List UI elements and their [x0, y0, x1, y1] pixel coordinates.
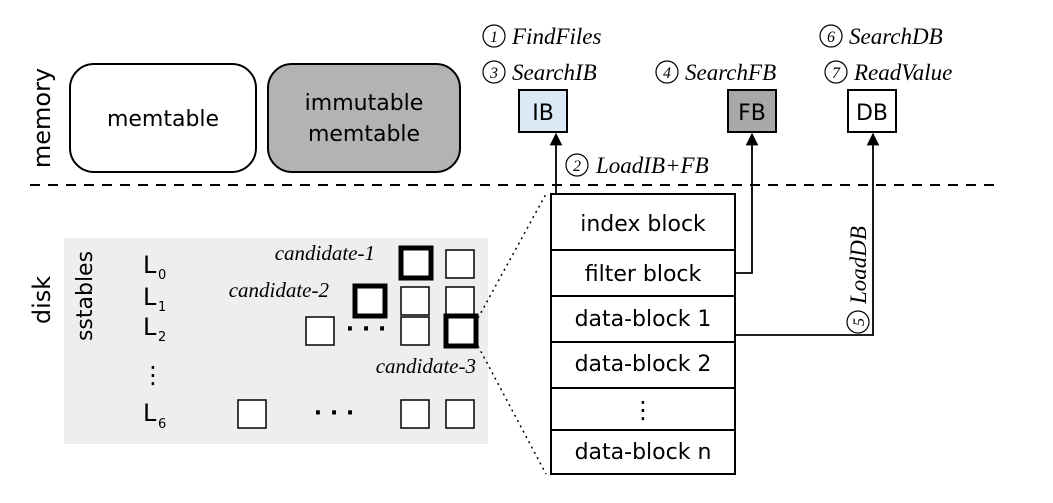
- sstable-row-index-block: index block: [580, 212, 706, 237]
- sstable-l6-b: [400, 399, 430, 429]
- svg-text:ReadValue: ReadValue: [853, 60, 952, 85]
- svg-text:6: 6: [827, 29, 835, 46]
- disk-region-label: disk: [28, 276, 56, 324]
- sstable-l2-b: [400, 316, 430, 346]
- step-1-label: 1 FindFiles: [482, 24, 601, 49]
- sstable-row-data-block-n: data-block n: [575, 440, 712, 465]
- svg-text:LoadIB+FB: LoadIB+FB: [595, 153, 709, 178]
- filter-block-cache-label: FB: [738, 101, 766, 126]
- memtable-label: memtable: [107, 107, 219, 132]
- level-label-l1: L 1: [143, 283, 166, 315]
- memtable-box: [69, 63, 257, 173]
- svg-text:L: L: [143, 399, 157, 427]
- step-6-label: 6 SearchDB: [819, 24, 943, 49]
- step-2-label: 2 LoadIB+FB: [565, 153, 709, 178]
- step-5-label: 5 LoadDB: [846, 226, 871, 334]
- zoom-line-bottom: [477, 345, 547, 475]
- sstable-row-data-block-2: data-block 2: [575, 352, 712, 377]
- sstable-l1-candidate: [352, 283, 388, 319]
- sstable-l6-a: [237, 399, 267, 429]
- svg-text:LoadDB: LoadDB: [846, 226, 871, 305]
- l6-horizontal-ellipsis: · · ·: [314, 401, 354, 426]
- index-block-cache-label: IB: [532, 101, 554, 126]
- sstable-detail: [550, 193, 736, 475]
- sstable-row-filter-block: filter block: [585, 262, 702, 287]
- data-block-cache-label: DB: [856, 101, 888, 126]
- svg-text:2: 2: [158, 330, 166, 345]
- step-4-label: 4 SearchFB: [655, 60, 776, 85]
- step-7-label: 7 ReadValue: [824, 60, 952, 85]
- index-block-cache: [518, 89, 568, 133]
- candidate-1-label: candidate-1: [275, 241, 375, 265]
- sstable-l2-candidate: [443, 313, 479, 349]
- sstable-l0: [445, 249, 475, 279]
- immutable-memtable-label-line2: memtable: [308, 122, 420, 147]
- svg-text:0: 0: [158, 268, 166, 283]
- sstable-row-data-block-1: data-block 1: [575, 307, 712, 332]
- svg-text:SearchIB: SearchIB: [512, 60, 597, 85]
- level-label-l2: L 2: [143, 313, 166, 345]
- svg-text:L: L: [143, 283, 157, 311]
- immutable-memtable-label-line1: immutable: [305, 91, 424, 116]
- sstable-l6-c: [445, 399, 475, 429]
- sstable-l2-a: [305, 316, 335, 346]
- svg-text:SearchDB: SearchDB: [849, 24, 943, 49]
- candidate-2-label: candidate-2: [229, 278, 330, 302]
- immutable-memtable-box: [267, 63, 461, 173]
- svg-text:1: 1: [490, 29, 498, 46]
- level-label-l6: L 6: [143, 399, 166, 432]
- sstable-files: [237, 245, 479, 429]
- svg-text:3: 3: [489, 65, 498, 82]
- sstable-row-ellipsis: ⋮: [631, 396, 655, 424]
- zoom-line-top: [477, 193, 547, 319]
- sstable-l0-candidate: [398, 245, 434, 281]
- load-db-arrow: [735, 132, 880, 336]
- svg-text:6: 6: [158, 417, 166, 432]
- sstable-l1-a: [400, 286, 430, 316]
- load-fb-arrow: [735, 132, 759, 274]
- l2-horizontal-ellipsis: · · ·: [346, 317, 386, 342]
- svg-text:L: L: [143, 313, 157, 341]
- svg-text:4: 4: [663, 65, 671, 82]
- svg-text:1: 1: [158, 300, 166, 315]
- svg-text:SearchFB: SearchFB: [685, 60, 776, 85]
- filter-block-cache: [727, 89, 777, 133]
- levels-vertical-ellipsis: ⋮: [141, 361, 165, 389]
- svg-text:5: 5: [851, 318, 868, 326]
- sstable-l1-b: [445, 286, 475, 316]
- sstables-label: sstables: [73, 251, 98, 341]
- svg-text:L: L: [143, 251, 157, 279]
- svg-text:7: 7: [832, 65, 841, 82]
- svg-text:FindFiles: FindFiles: [511, 24, 601, 49]
- svg-text:2: 2: [573, 158, 581, 175]
- step-3-label: 3 SearchIB: [482, 60, 597, 85]
- candidate-3-label: candidate-3: [376, 354, 476, 378]
- level-label-l0: L 0: [143, 251, 166, 283]
- data-block-cache: [847, 89, 897, 133]
- memory-region-label: memory: [28, 68, 56, 168]
